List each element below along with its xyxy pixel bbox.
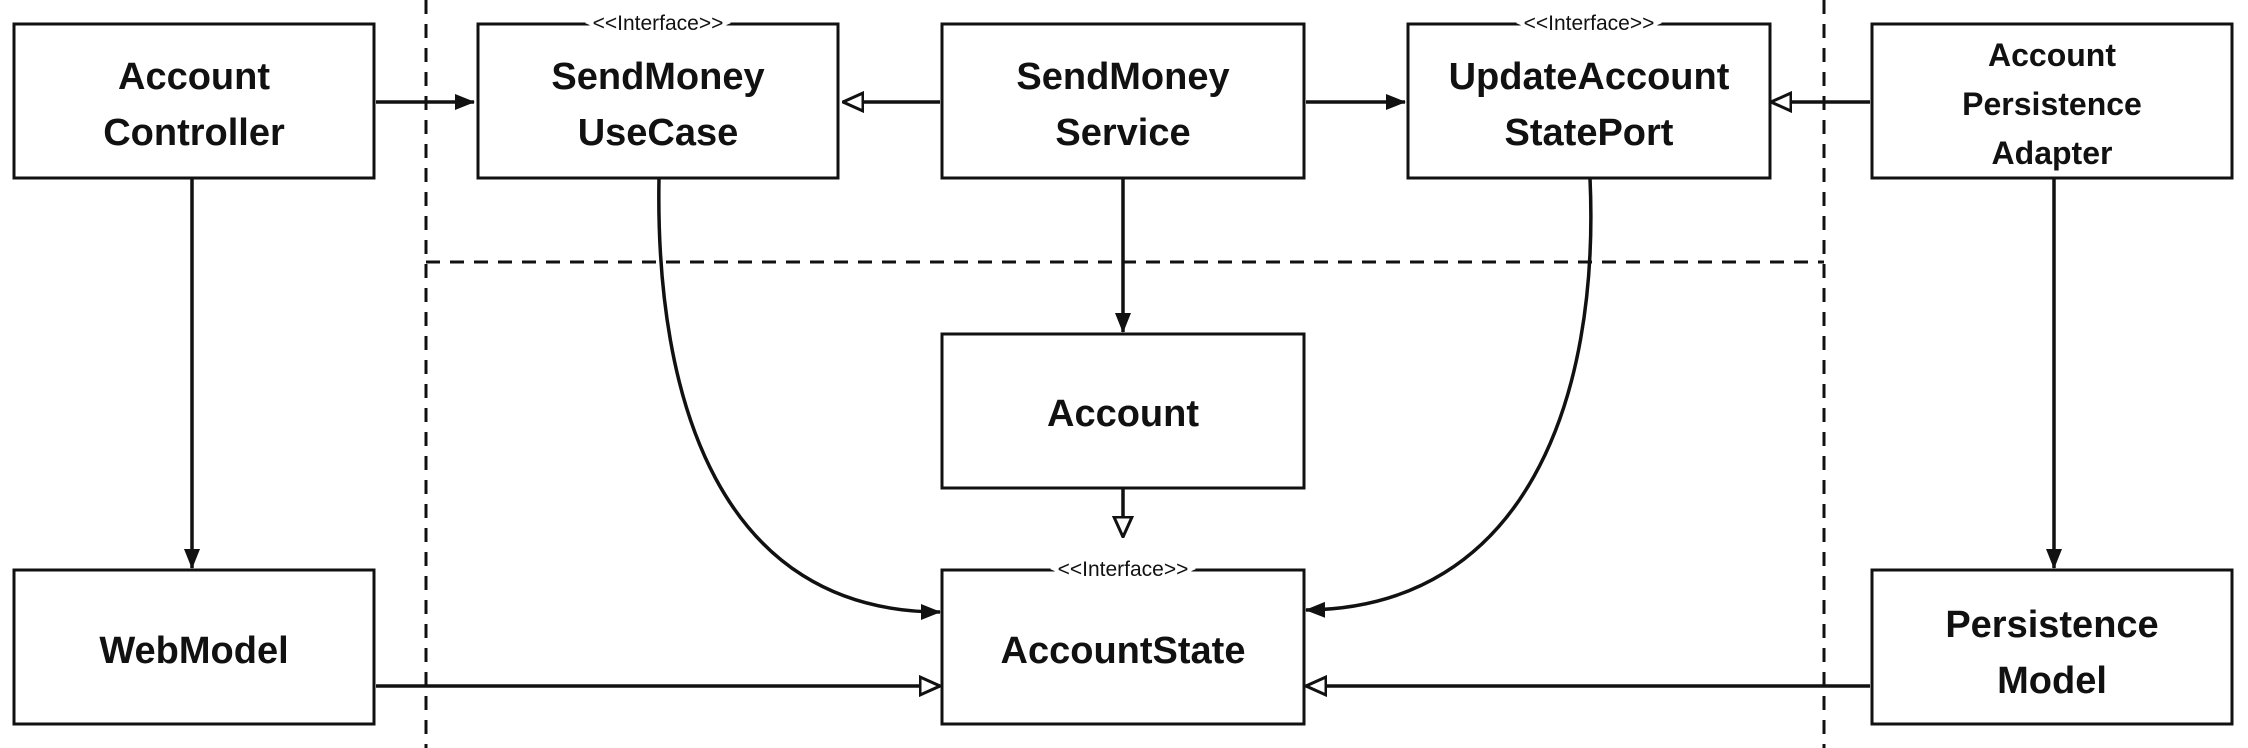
box-label-line: Model [1997, 660, 2107, 702]
box-label-line: Account [1047, 393, 1199, 435]
box-label-line: Controller [103, 112, 285, 154]
box-web-model: WebModel [12, 568, 376, 726]
interface-stereotype: <<Interface>> [593, 12, 724, 35]
box-label-line: UseCase [578, 112, 739, 154]
box-account-persistence-adapter: Account Persistence Adapter [1870, 22, 2234, 180]
box-account-controller: Account Controller [12, 22, 376, 180]
arrow-usecase-to-accountstate [657, 177, 941, 620]
interface-stereotype: <<Interface>> [1524, 12, 1655, 35]
interface-stereotype: <<Interface>> [1058, 558, 1189, 581]
box-update-account-state-port: <<Interface>> UpdateAccount StatePort [1406, 8, 1772, 180]
box-send-money-use-case: <<Interface>> SendMoney UseCase [476, 8, 840, 180]
box-account: Account [940, 332, 1306, 490]
box-label-line: WebModel [99, 630, 288, 672]
box-account-state: <<Interface>> AccountState [940, 554, 1306, 726]
box-label-line: SendMoney [551, 56, 764, 98]
box-label-line: Persistence [1962, 86, 2142, 122]
box-label-line: Persistence [1945, 604, 2158, 646]
box-label-line: Account [118, 56, 270, 98]
box-label-line: Account [1988, 37, 2116, 73]
box-label-line: UpdateAccount [1449, 56, 1730, 98]
box-send-money-service: SendMoney Service [940, 22, 1306, 180]
box-label-line: Adapter [1992, 135, 2113, 171]
box-label-line: AccountState [1001, 630, 1246, 672]
box-persistence-model: Persistence Model [1870, 568, 2234, 726]
connectors [184, 102, 2062, 686]
box-label-line: Service [1055, 112, 1190, 154]
box-label-line: StatePort [1505, 112, 1674, 154]
arrow-port-to-accountstate [1305, 177, 1593, 618]
box-label-line: SendMoney [1016, 56, 1229, 98]
